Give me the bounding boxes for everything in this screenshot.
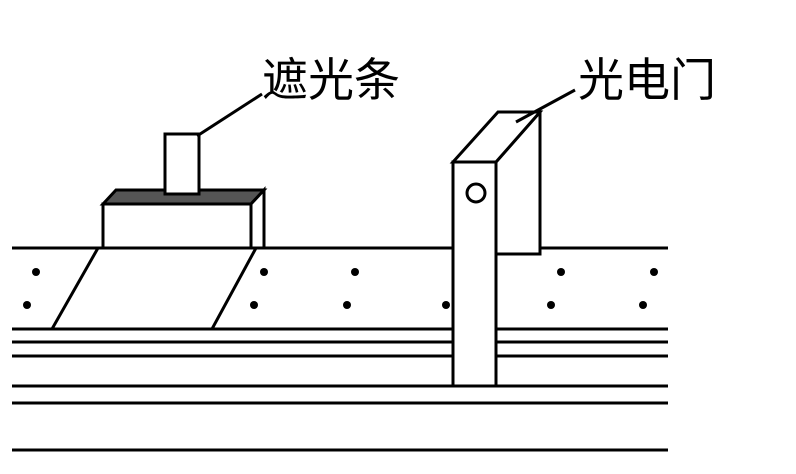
air-hole bbox=[442, 301, 450, 309]
air-hole bbox=[343, 301, 351, 309]
slider-skirt bbox=[49, 246, 259, 331]
photogate-pointer bbox=[515, 88, 576, 124]
air-hole bbox=[351, 268, 359, 276]
photogate-sensor-icon bbox=[465, 182, 487, 204]
air-hole bbox=[250, 301, 258, 309]
photogate bbox=[449, 108, 544, 388]
photogate-label: 光电门 bbox=[578, 53, 716, 107]
slider-body bbox=[101, 202, 253, 250]
air-hole bbox=[557, 268, 565, 276]
air-hole bbox=[547, 301, 555, 309]
leader-lines bbox=[196, 88, 576, 138]
air-hole bbox=[23, 301, 31, 309]
shading-strip-pointer bbox=[196, 92, 263, 138]
shading-strip bbox=[163, 132, 201, 196]
shading-strip-label: 遮光条 bbox=[262, 53, 400, 107]
air-hole bbox=[32, 268, 40, 276]
air-hole bbox=[650, 268, 658, 276]
air-hole bbox=[260, 268, 268, 276]
air-hole bbox=[639, 301, 647, 309]
air-holes bbox=[23, 268, 658, 309]
slider bbox=[49, 186, 268, 331]
